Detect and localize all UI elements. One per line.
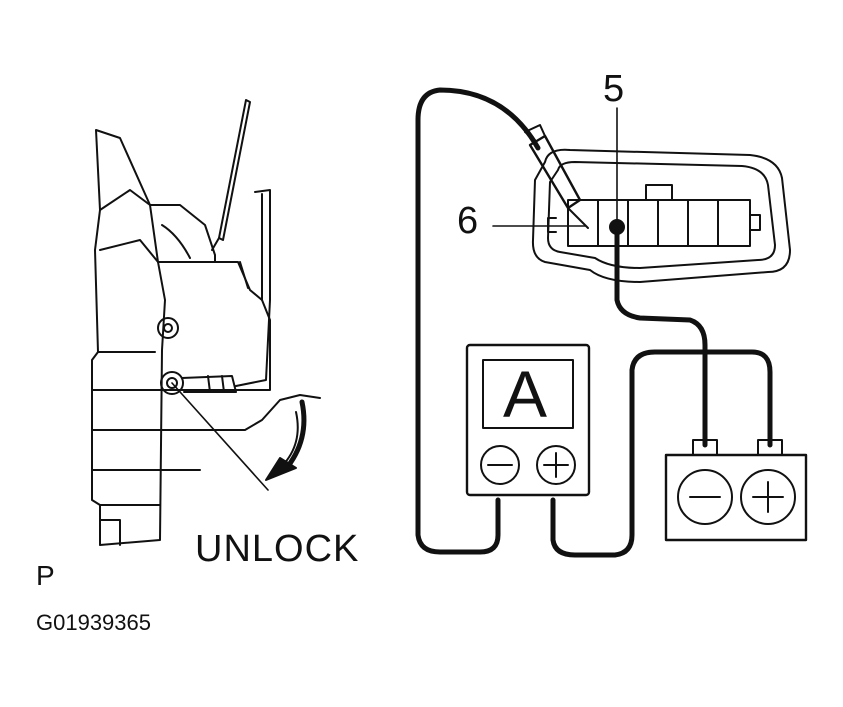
test-probe	[524, 124, 589, 229]
battery	[664, 439, 808, 542]
position-letter: P	[36, 560, 55, 591]
pin-6-label: 6	[457, 200, 479, 242]
test-leads	[415, 87, 773, 558]
figure-code: G01939365	[36, 610, 151, 635]
plus-terminal-icon	[536, 445, 576, 485]
ammeter-letter: A	[503, 357, 548, 431]
unlock-label: UNLOCK	[195, 528, 360, 570]
unlock-arrow-head-icon	[265, 457, 297, 481]
door-lock-assembly	[91, 99, 321, 546]
minus-terminal-icon	[480, 445, 520, 485]
ammeter	[465, 343, 591, 497]
pin-5-label: 5	[603, 68, 625, 110]
connector-housing	[531, 148, 791, 283]
